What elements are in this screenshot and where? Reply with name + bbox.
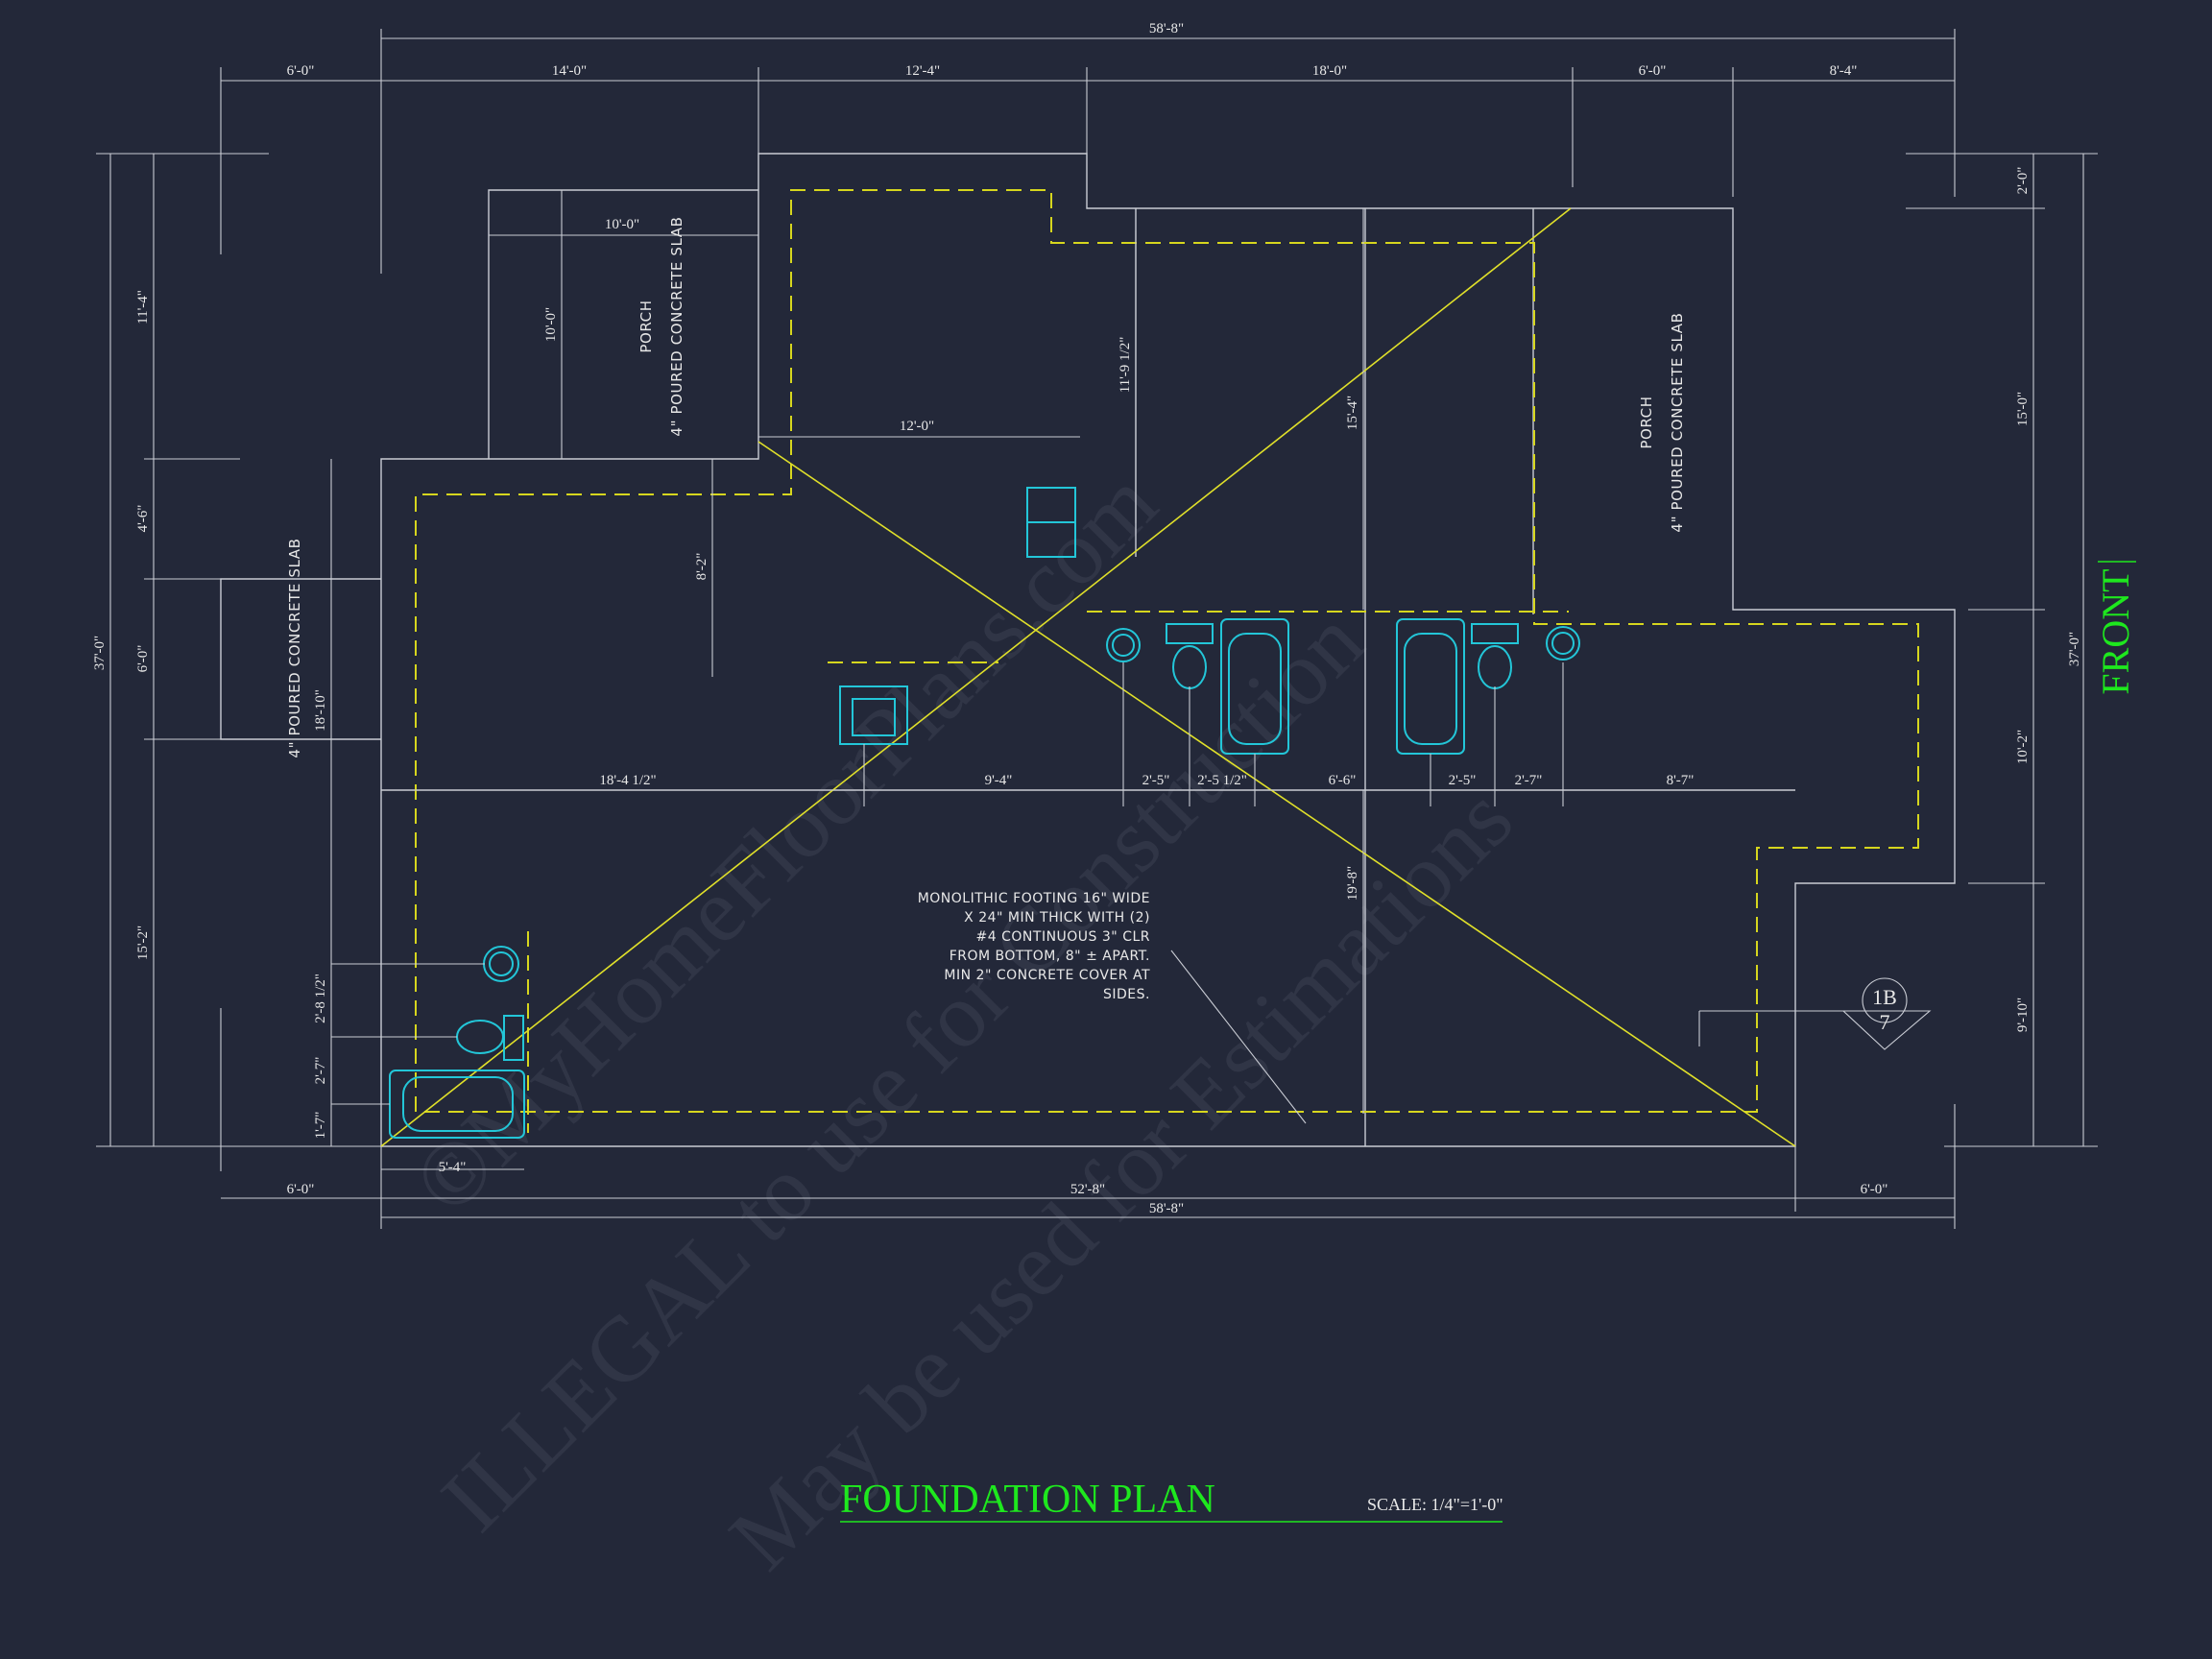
- building-outline: [220, 153, 1956, 1147]
- dim-left-1: 11'-4": [135, 290, 151, 325]
- dim-bath-2-8: 2'-8 1/2": [313, 974, 328, 1023]
- dim-top-2: 14'-0": [552, 63, 587, 79]
- dim-bottom-2: 52'-8": [1070, 1182, 1105, 1197]
- dim-right-overall: 37'-0": [2067, 632, 2082, 666]
- section-marker: 1B 7: [1872, 985, 1897, 1034]
- dim-left-18-10: 18'-10": [313, 689, 328, 732]
- dim-right-1: 2'-0": [2015, 167, 2031, 195]
- dimension-lines: [96, 29, 2136, 1523]
- dim-row-5: 6'-6": [1329, 773, 1357, 788]
- watermark: ©MyHomeFloorPlans.com ILLEGAL to use for…: [393, 450, 1531, 1588]
- dim-row-4: 2'-5 1/2": [1197, 773, 1247, 788]
- dim-top-5: 6'-0": [1639, 63, 1667, 79]
- dim-bath-1-7: 1'-7": [313, 1112, 328, 1140]
- dim-right-4: 9'-10": [2015, 998, 2031, 1032]
- section-tag-top: 1B: [1872, 985, 1897, 1009]
- area-labels: PORCH 4" POURED CONCRETE SLAB 4" POURED …: [286, 216, 1686, 757]
- dim-row-2: 9'-4": [985, 773, 1013, 788]
- note-line-4: FROM BOTTOM, 8" ± APART.: [950, 949, 1150, 964]
- dim-porch-width: 10'-0": [605, 217, 639, 232]
- dim-row-1: 18'-4 1/2": [599, 773, 656, 788]
- bath-2-fixtures: [1396, 618, 1580, 755]
- dim-top-4: 18'-0": [1312, 63, 1347, 79]
- footing-outline: [415, 189, 1919, 1133]
- dim-bath-2-7: 2'-7": [313, 1057, 328, 1085]
- dim-row-7: 2'-7": [1515, 773, 1543, 788]
- note-line-3: #4 CONTINUOUS 3" CLR: [976, 929, 1150, 945]
- note-line-2: X 24" MIN THICK WITH (2): [964, 910, 1150, 926]
- dim-bottom-3: 6'-0": [1861, 1182, 1888, 1197]
- front-label: FRONT: [2094, 568, 2137, 694]
- dim-inner-12: 12'-0": [900, 419, 934, 434]
- dim-top-1: 6'-0": [287, 63, 315, 79]
- dim-bath-5-4: 5'-4": [439, 1160, 467, 1175]
- dim-right-3: 10'-2": [2015, 730, 2031, 764]
- porch-right-slab-label: 4" POURED CONCRETE SLAB: [1669, 312, 1686, 532]
- dimension-labels: 58'-8" 6'-0" 14'-0" 12'-4" 18'-0" 6'-0" …: [92, 21, 2082, 1216]
- plan-title: FOUNDATION PLAN: [840, 1478, 1215, 1522]
- dim-inner-15-4: 15'-4": [1345, 396, 1360, 430]
- dim-porch-depth: 10'-0": [543, 307, 559, 342]
- sink-fixture: [839, 685, 908, 745]
- slab-diagonals: [380, 207, 1796, 1147]
- note-line-6: SIDES.: [1103, 987, 1150, 1002]
- dim-left-2: 4'-6": [135, 505, 151, 533]
- laundry-fixture: [1026, 487, 1076, 558]
- left-slab-label: 4" POURED CONCRETE SLAB: [286, 538, 303, 757]
- dim-top-3: 12'-4": [905, 63, 940, 79]
- porch-right-label: PORCH: [1638, 396, 1655, 448]
- porch-left-label: PORCH: [637, 300, 655, 352]
- porch-left-slab-label: 4" POURED CONCRETE SLAB: [668, 216, 685, 436]
- dim-row-6: 2'-5": [1449, 773, 1477, 788]
- note-line-1: MONOLITHIC FOOTING 16" WIDE: [918, 891, 1150, 906]
- dim-left-3: 6'-0": [135, 645, 151, 673]
- dim-top-6: 8'-4": [1830, 63, 1858, 79]
- note-line-5: MIN 2" CONCRETE COVER AT: [944, 968, 1150, 983]
- footing-note: MONOLITHIC FOOTING 16" WIDE X 24" MIN TH…: [918, 891, 1150, 1002]
- dim-bottom-overall: 58'-8": [1149, 1201, 1184, 1216]
- dim-inner-19-8: 19'-8": [1345, 866, 1360, 901]
- dim-inner-8-2: 8'-2": [694, 553, 709, 581]
- dim-bottom-1: 6'-0": [287, 1182, 315, 1197]
- dim-top-overall: 58'-8": [1149, 21, 1184, 36]
- dim-left-overall: 37'-0": [92, 636, 108, 670]
- section-tag-bottom: 7: [1880, 1010, 1890, 1034]
- dim-inner-11-9: 11'-9 1/2": [1118, 337, 1133, 394]
- dim-right-2: 15'-0": [2015, 392, 2031, 426]
- dim-row-3: 2'-5": [1142, 773, 1170, 788]
- dim-row-8: 8'-7": [1667, 773, 1695, 788]
- dim-left-4: 15'-2": [135, 926, 151, 960]
- plan-scale: SCALE: 1/4"=1'-0": [1367, 1495, 1503, 1514]
